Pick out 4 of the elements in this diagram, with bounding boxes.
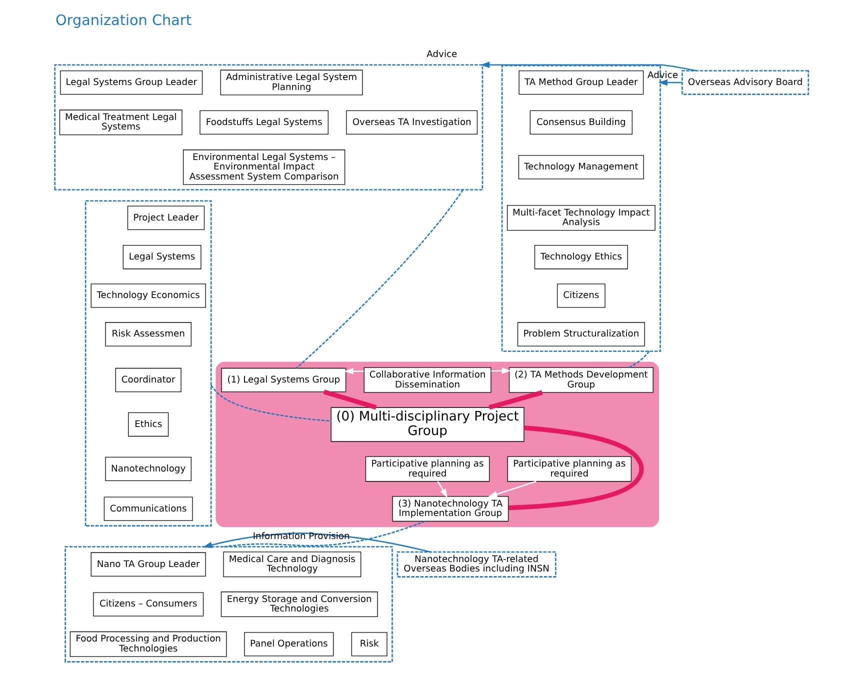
diagram-title: Organization Chart: [55, 13, 191, 30]
edge-label: Advice: [426, 50, 457, 60]
edge-label: Advice: [646, 71, 678, 82]
edge-label: Information Provision: [252, 532, 350, 542]
